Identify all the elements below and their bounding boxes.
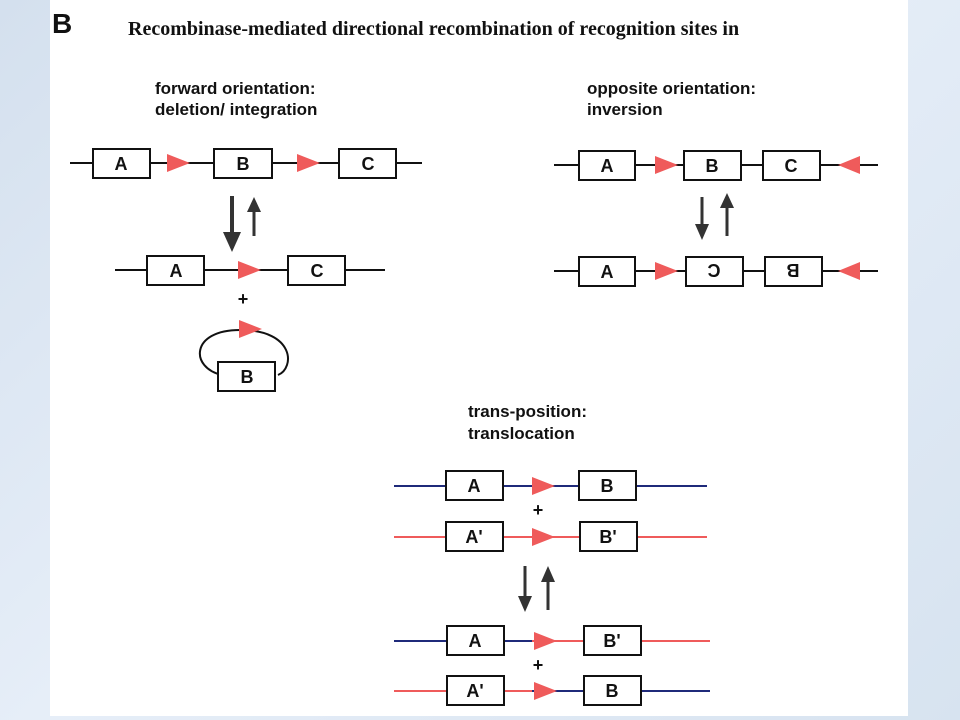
forward-top-label-c: C xyxy=(362,154,375,174)
opposite-bottom-label-a: A xyxy=(601,262,614,282)
trans-bottom1-box-b-prime xyxy=(583,625,642,656)
forward-top-box-c xyxy=(338,148,397,179)
recognition-site-icon xyxy=(532,477,555,495)
forward-heading-line1: forward orientation: xyxy=(155,79,316,98)
figure-panel: B Recombinase-mediated directional recom… xyxy=(50,0,908,716)
opposite-heading-line1: opposite orientation: xyxy=(587,79,756,98)
trans-bottom2-label-a-prime: A' xyxy=(466,681,483,701)
trans-bottom2-box-a-prime xyxy=(446,675,505,706)
trans-bottom2-label-b: B xyxy=(606,681,619,701)
forward-top-box-a xyxy=(92,148,151,179)
opposite-bottom-label-b-inverted: B xyxy=(787,260,800,280)
recognition-site-icon xyxy=(238,261,261,279)
recognition-site-icon xyxy=(838,262,860,280)
plus-sign: + xyxy=(533,500,544,520)
opposite-orientation-section: opposite orientation: inversion A B C A … xyxy=(554,79,878,287)
recognition-site-icon xyxy=(534,682,557,700)
opposite-bottom-box-a xyxy=(578,256,636,287)
recognition-site-icon xyxy=(534,632,557,650)
reversible-arrows-icon xyxy=(695,193,734,240)
recognition-site-icon xyxy=(838,156,860,174)
opposite-bottom-box-c-inverted xyxy=(685,256,744,287)
forward-bottom-box-a xyxy=(146,255,205,286)
opposite-top-label-b: B xyxy=(706,156,719,176)
trans-bottom1-label-b-prime: B' xyxy=(603,631,620,651)
trans-bottom1-label-a: A xyxy=(469,631,482,651)
opposite-top-label-c: C xyxy=(785,156,798,176)
trans-heading-line1: trans-position: xyxy=(468,402,587,421)
recombination-diagram: B Recombinase-mediated directional recom… xyxy=(52,8,878,706)
trans-top2-box-b-prime xyxy=(579,521,638,552)
trans-top2-label-a-prime: A' xyxy=(465,527,482,547)
opposite-bottom-label-c-inverted: C xyxy=(708,260,721,280)
forward-top-label-b: B xyxy=(237,154,250,174)
trans-top1-box-a xyxy=(445,470,504,501)
forward-top-label-a: A xyxy=(115,154,128,174)
trans-position-section: trans-position: translocation A B + A' B… xyxy=(394,402,710,706)
recognition-site-icon xyxy=(655,156,678,174)
forward-bottom-box-c xyxy=(287,255,346,286)
forward-bottom-label-c: C xyxy=(311,261,324,281)
reversible-arrows-icon xyxy=(223,196,261,252)
plus-sign: + xyxy=(533,655,544,675)
opposite-top-box-c xyxy=(762,150,821,181)
recognition-site-icon xyxy=(532,528,555,546)
reversible-arrows-icon xyxy=(518,566,555,612)
trans-top2-label-b-prime: B' xyxy=(599,527,616,547)
opposite-bottom-box-b-inverted xyxy=(764,256,823,287)
circle-box-b xyxy=(217,361,276,392)
opposite-top-box-a xyxy=(578,150,636,181)
recognition-site-icon xyxy=(239,320,262,338)
panel-title: Recombinase-mediated directional recombi… xyxy=(128,18,739,40)
forward-orientation-section: forward orientation: deletion/ integrati… xyxy=(70,79,422,392)
opposite-heading-line2: inversion xyxy=(587,100,663,119)
trans-bottom1-box-a xyxy=(446,625,505,656)
opposite-top-label-a: A xyxy=(601,156,614,176)
trans-top2-box-a-prime xyxy=(445,521,504,552)
panel-letter: B xyxy=(52,8,72,39)
trans-top1-box-b xyxy=(578,470,637,501)
circle-label-b: B xyxy=(241,367,254,387)
forward-heading-line2: deletion/ integration xyxy=(155,100,317,119)
plus-sign: + xyxy=(238,289,249,309)
trans-heading-line2: translocation xyxy=(468,424,575,443)
recognition-site-icon xyxy=(297,154,320,172)
recognition-site-icon xyxy=(655,262,678,280)
trans-bottom2-box-b xyxy=(583,675,642,706)
forward-top-box-b xyxy=(213,148,273,179)
opposite-top-box-b xyxy=(683,150,742,181)
recognition-site-icon xyxy=(167,154,190,172)
trans-top1-label-b: B xyxy=(601,476,614,496)
forward-bottom-label-a: A xyxy=(170,261,183,281)
trans-top1-label-a: A xyxy=(468,476,481,496)
